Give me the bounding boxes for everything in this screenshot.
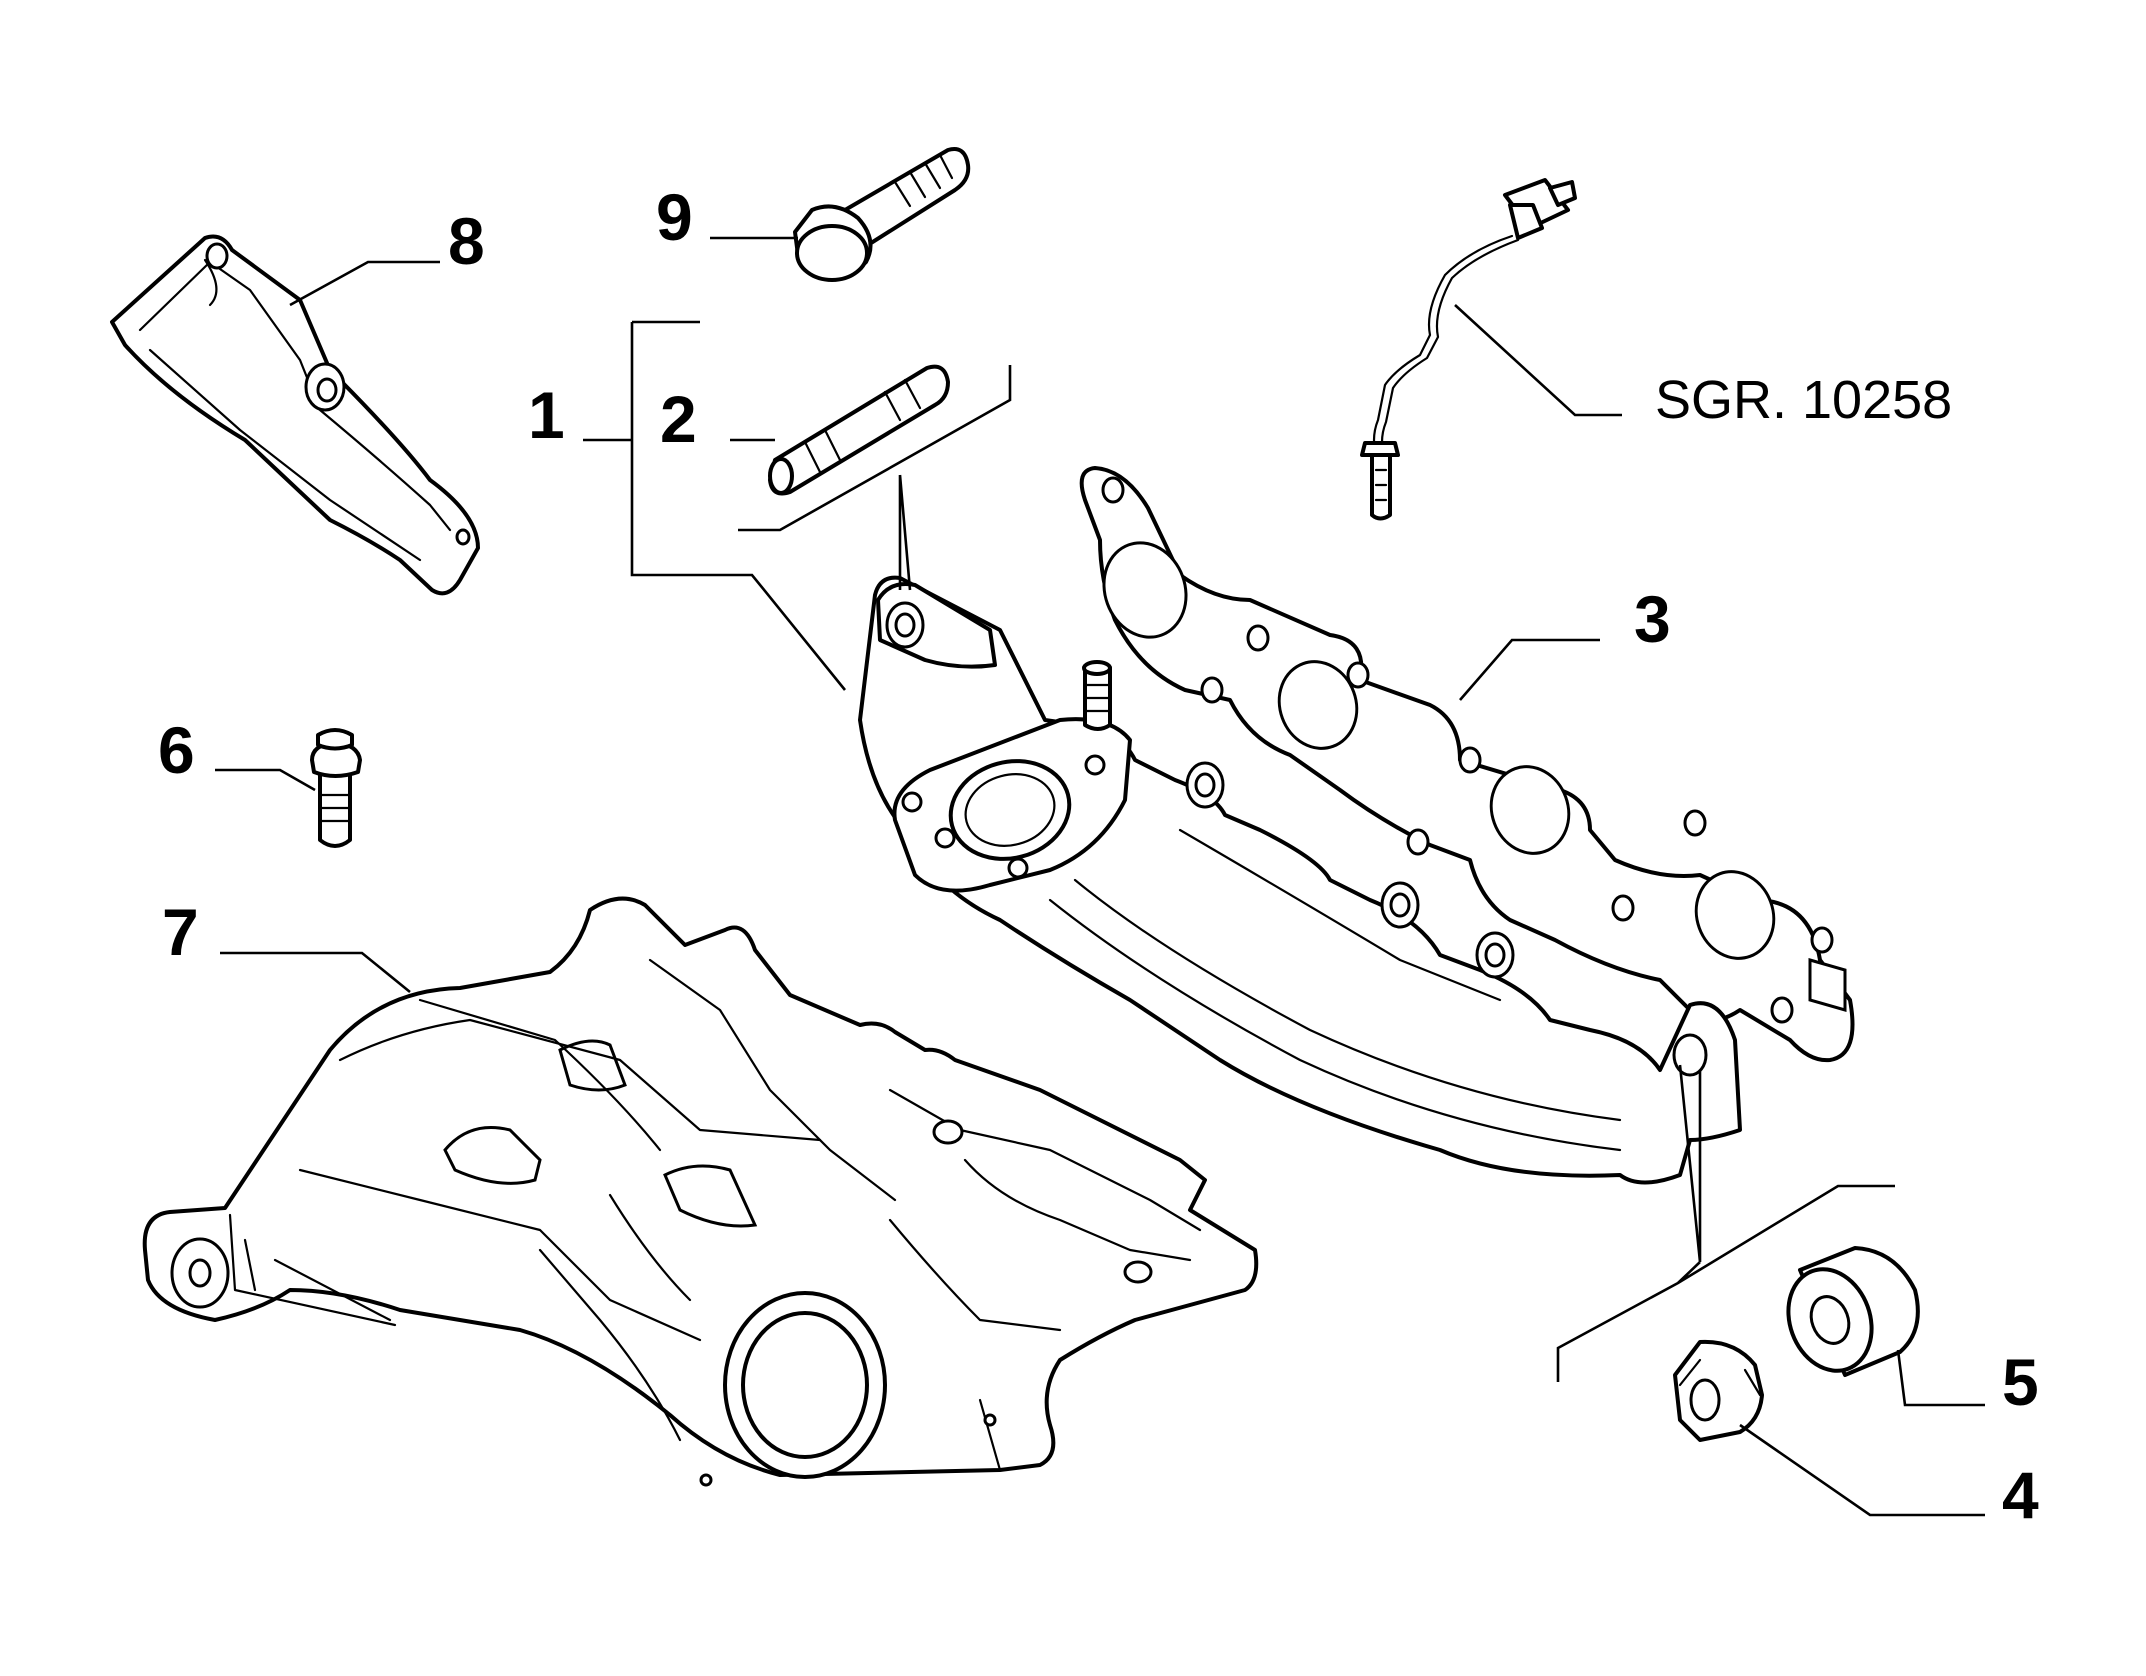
leader-4-5-frame	[1556, 1064, 1895, 1382]
callout-1: 1	[528, 378, 565, 452]
leader-lines	[215, 236, 1985, 1517]
callout-labels: 1 2 3 4 5 6 7 8 9 SGR. 10258	[158, 180, 2039, 1532]
temperature-sensor[interactable]	[1360, 178, 1577, 521]
part-9-bolt[interactable]	[793, 147, 971, 282]
callout-3: 3	[1634, 582, 1671, 656]
leader-sgr	[1454, 304, 1622, 417]
leader-4	[1739, 1423, 1985, 1517]
part-5-spacer-nut[interactable]	[1775, 1246, 1920, 1383]
part-3-gasket[interactable]	[1079, 466, 1855, 1063]
leader-8	[289, 260, 440, 307]
leader-2-3	[738, 365, 1012, 591]
leader-5	[1896, 1349, 1985, 1407]
callout-5: 5	[2002, 1345, 2039, 1419]
part-8-bracket[interactable]	[110, 234, 480, 596]
part-1-exhaust-manifold[interactable]	[858, 575, 1742, 1185]
callout-4: 4	[2002, 1458, 2039, 1532]
leader-6	[215, 768, 316, 792]
part-4-hex-nut[interactable]	[1673, 1339, 1764, 1442]
reference-sgr-10258: SGR. 10258	[1655, 370, 1952, 430]
callout-7: 7	[162, 895, 199, 969]
callout-9: 9	[656, 180, 693, 254]
leader-3	[1459, 638, 1600, 701]
callout-6: 6	[158, 713, 195, 787]
leader-1	[583, 320, 847, 691]
callout-8: 8	[448, 204, 485, 278]
part-2-stud[interactable]	[768, 364, 950, 496]
part-7-heat-shield[interactable]	[142, 896, 1259, 1487]
part-6-flange-bolt[interactable]	[310, 728, 362, 848]
leader-7	[220, 951, 411, 994]
callout-2: 2	[660, 382, 697, 456]
